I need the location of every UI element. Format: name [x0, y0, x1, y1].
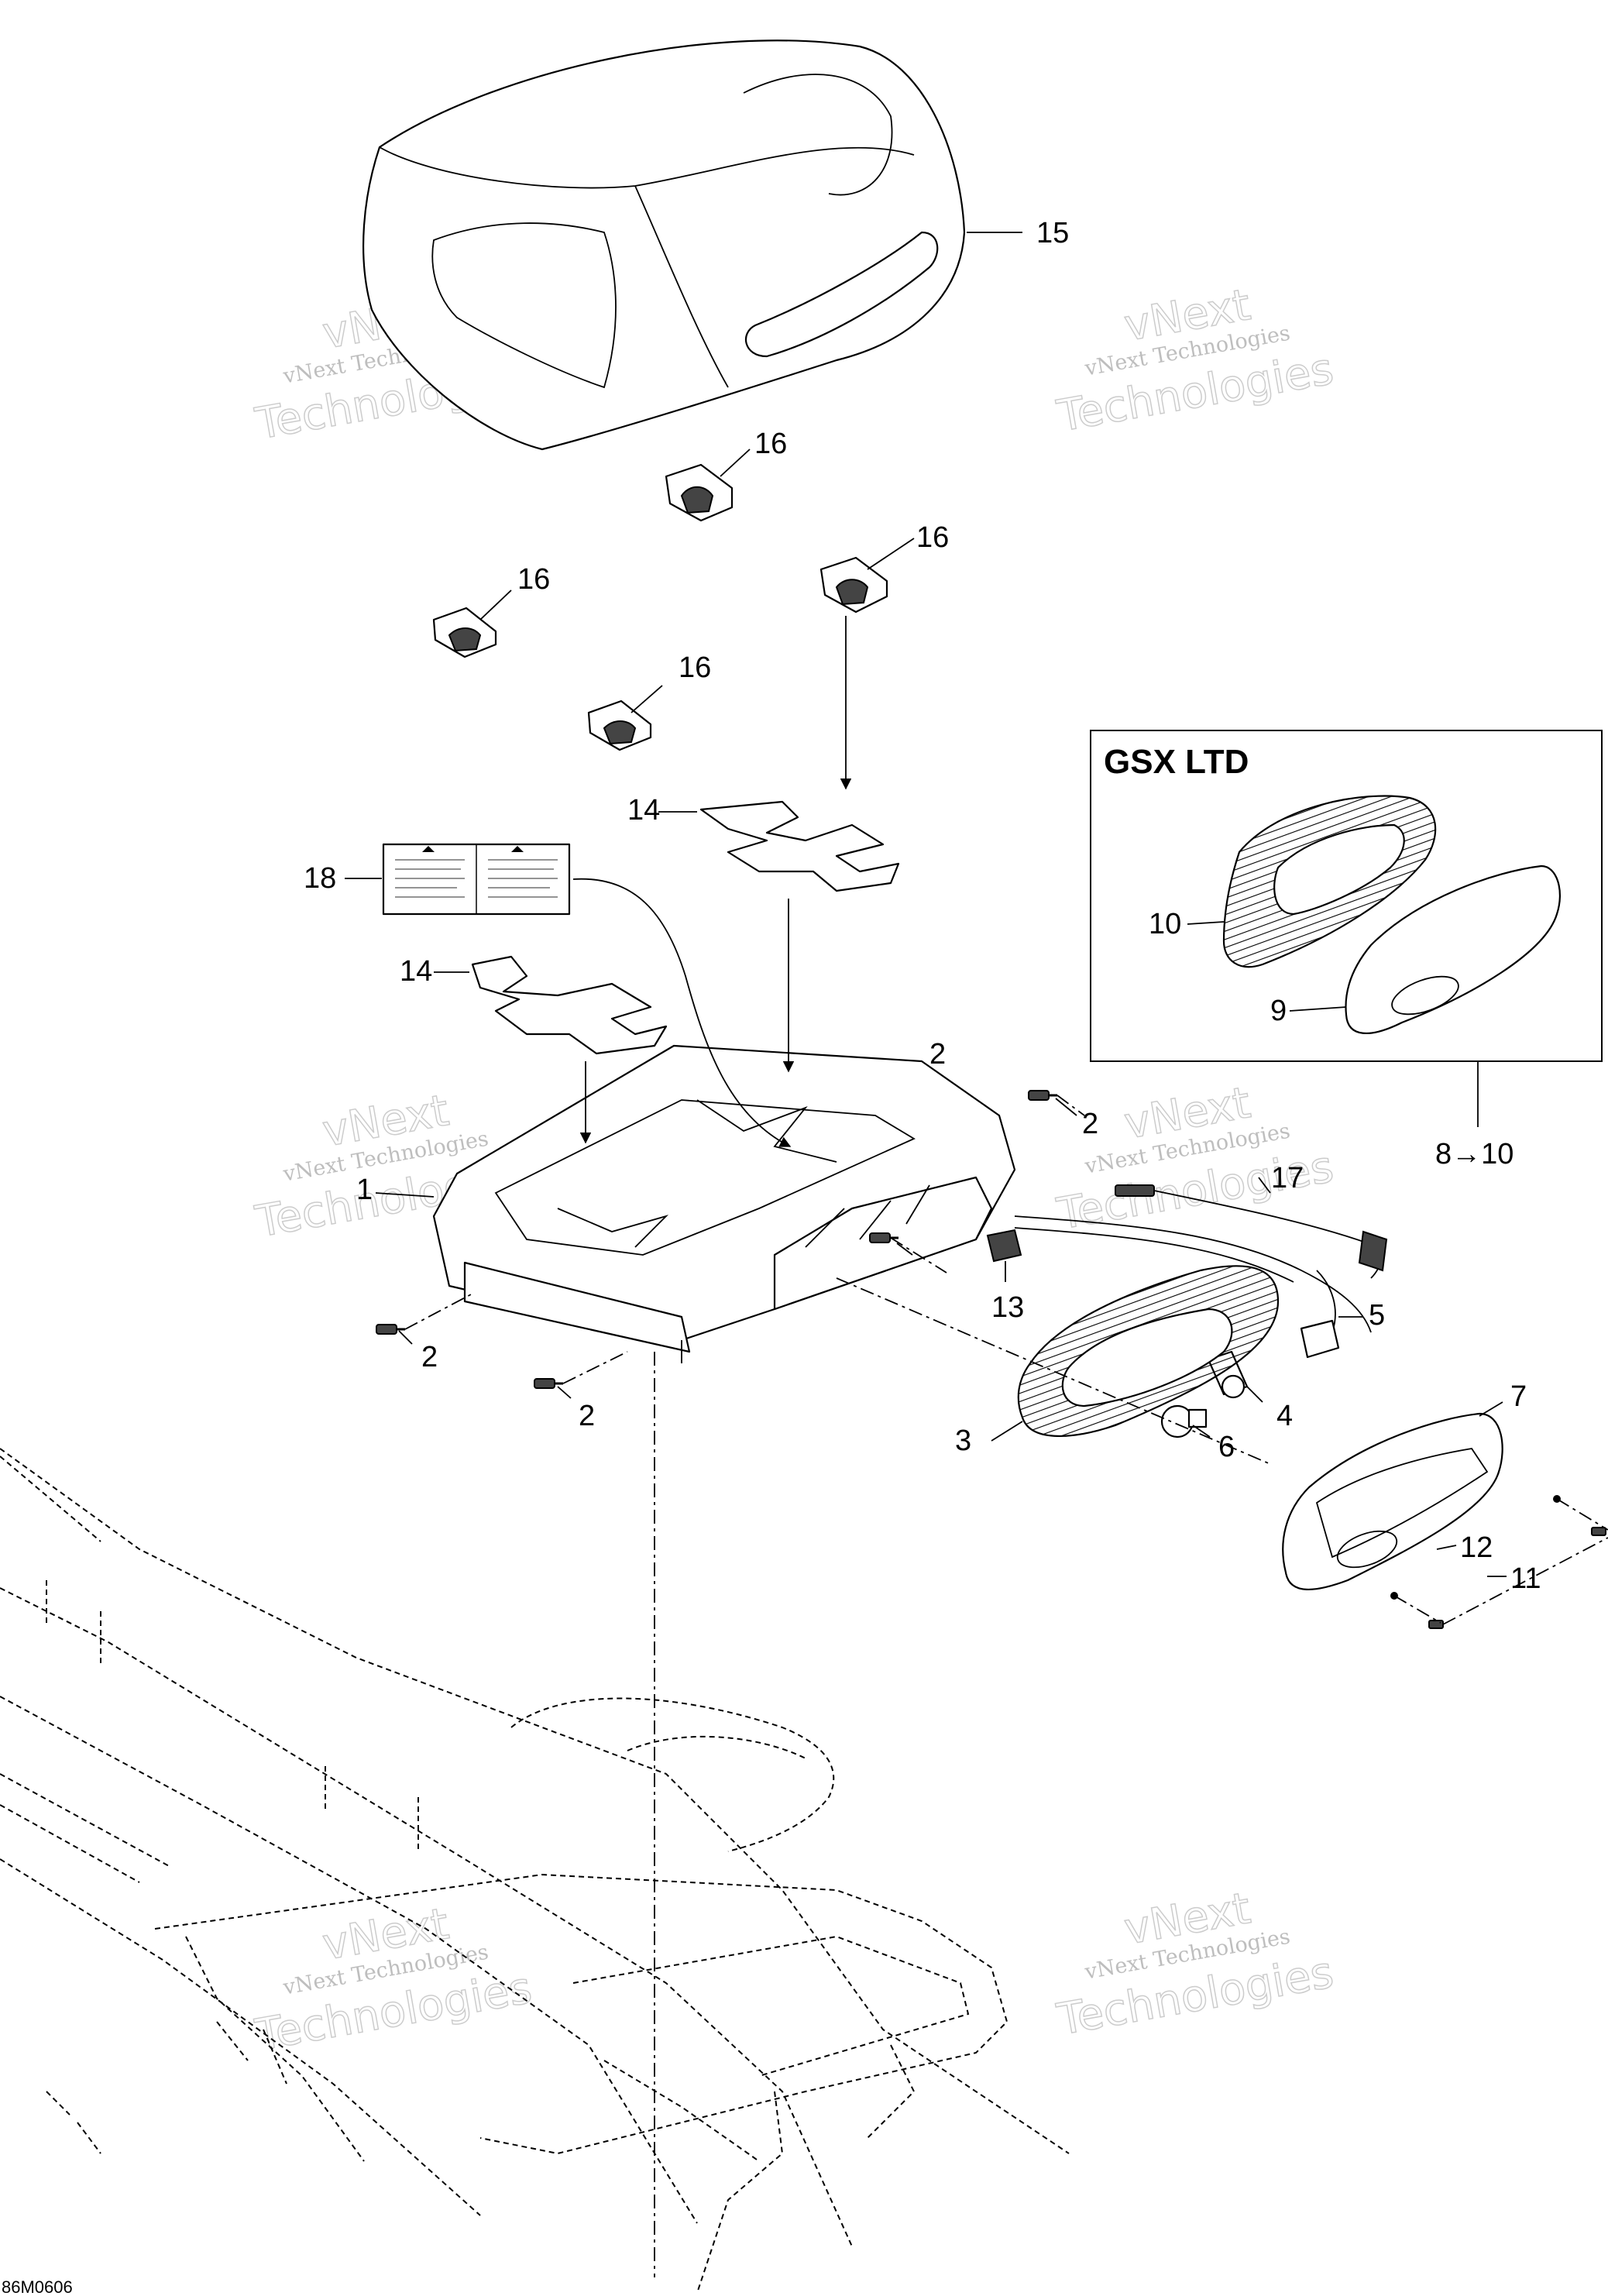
callout-12: 12 — [1460, 1531, 1493, 1564]
callout-2: 2 — [1082, 1108, 1098, 1140]
callout-2: 2 — [929, 1038, 946, 1071]
chassis-frame — [0, 1448, 1070, 2294]
callout-16: 16 — [754, 428, 787, 460]
warning-decal — [382, 843, 571, 916]
callout-2: 2 — [579, 1400, 595, 1432]
watermark: vNext vNext Technologies Technologies — [1053, 279, 1338, 442]
callout-14: 14 — [400, 955, 432, 988]
taillight-housing — [1017, 1265, 1280, 1438]
callout-2: 2 — [421, 1341, 438, 1373]
callout-1: 1 — [356, 1174, 373, 1206]
taillight-lens — [1282, 1412, 1503, 1591]
callout-range: 8→10 — [1435, 1138, 1514, 1170]
seat-clip — [819, 556, 888, 614]
callout-3: 3 — [955, 1425, 971, 1457]
dash-leaders — [404, 1095, 1608, 2277]
seat-clip — [587, 699, 652, 751]
screw — [534, 1378, 563, 1389]
inset-taillight-lens — [1345, 864, 1561, 1035]
callout-10: 10 — [1149, 908, 1181, 940]
callout-7: 7 — [1510, 1380, 1527, 1413]
inset-taillight-housing — [1222, 795, 1437, 968]
figure-code: 86M0606 — [2, 2277, 73, 2296]
connector — [986, 1229, 1022, 1263]
screw — [376, 1324, 405, 1335]
screw — [869, 1232, 898, 1243]
gsx-ltd-inset: GSX LTD — [1090, 730, 1603, 1062]
callout-18: 18 — [304, 862, 336, 895]
watermark: vNext vNext Technologies Technologies — [1053, 1882, 1338, 2046]
callout-6: 6 — [1218, 1431, 1235, 1463]
socket-wire — [1300, 1270, 1340, 1359]
bulb — [1160, 1404, 1208, 1438]
callout-4: 4 — [1276, 1400, 1293, 1432]
lens-screw — [1428, 1527, 1606, 1629]
watermark: vNext vNext Technologies Technologies — [1053, 1077, 1338, 1240]
callout-11: 11 — [1510, 1562, 1541, 1595]
foam-pad — [699, 800, 900, 892]
callout-15: 15 — [1036, 217, 1069, 249]
callout-5: 5 — [1369, 1299, 1385, 1332]
watermark: vNext vNext Technologies Technologies — [251, 1898, 536, 2061]
inset-title: GSX LTD — [1104, 743, 1249, 781]
seat-clip — [665, 463, 734, 522]
seat-cushion — [362, 40, 966, 451]
callout-17: 17 — [1271, 1162, 1304, 1194]
callout-13: 13 — [991, 1291, 1024, 1324]
seat-base — [432, 1044, 1016, 1363]
callout-16: 16 — [517, 563, 550, 596]
foam-pad — [471, 955, 668, 1055]
callout-16: 16 — [679, 651, 711, 684]
callout-9: 9 — [1270, 995, 1287, 1027]
screw — [1028, 1090, 1057, 1101]
wiring-harness — [1014, 1184, 1388, 1333]
callout-16: 16 — [916, 521, 949, 554]
assembly-arrows — [572, 616, 852, 1147]
callout-14: 14 — [627, 794, 660, 827]
callout-leaders — [345, 232, 1507, 1577]
seat-clip — [432, 607, 497, 658]
